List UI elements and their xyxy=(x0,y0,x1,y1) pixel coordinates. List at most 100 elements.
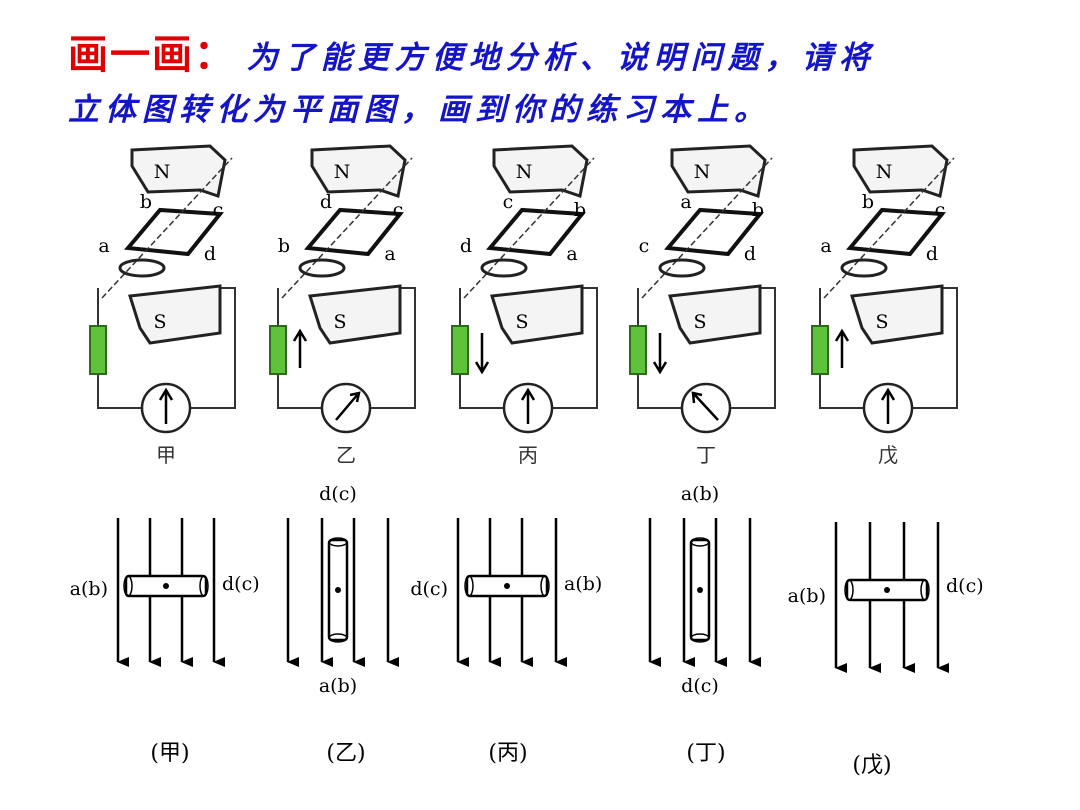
coil xyxy=(304,207,404,257)
slip-ring xyxy=(658,258,706,278)
bottom-side-label: d(c) xyxy=(681,675,719,697)
magnet-north-label: N xyxy=(516,161,533,183)
coil-side-label: c xyxy=(503,191,514,213)
coil-side-label: a xyxy=(566,243,577,265)
coil-end xyxy=(690,537,710,547)
coil xyxy=(486,207,586,257)
magnet-south-pole xyxy=(128,284,222,345)
magnet-south-label: S xyxy=(333,311,346,333)
magnet-south-pole xyxy=(668,284,762,345)
resistor xyxy=(269,325,287,375)
coil-side-label: d xyxy=(926,243,938,265)
galvanometer-needle xyxy=(335,391,361,421)
magnet-north-label: N xyxy=(334,161,351,183)
galvanometer-needle xyxy=(880,387,896,424)
title-instruction-1: 为了能更方便地分析、说明问题，请将 xyxy=(246,40,876,76)
coil-side-label: c xyxy=(935,199,946,221)
top-side-label: a(b) xyxy=(681,483,719,505)
magnet-south-label: S xyxy=(515,311,528,333)
magnet-south-pole xyxy=(490,284,584,345)
current-arrow-up xyxy=(292,328,308,368)
coil-end xyxy=(123,575,133,597)
plane-view-diagrams: a(b) d(c) (甲) d(c) a(b) (乙) d(c) a(b) (丙) a(b) d(c… xyxy=(70,483,984,778)
right-side-label: a(b) xyxy=(564,573,602,595)
left-side-label: a(b) xyxy=(70,578,108,600)
coil-end xyxy=(920,579,930,601)
magnet-south-label: S xyxy=(875,311,888,333)
coil-end xyxy=(199,575,209,597)
coil-side-label: d xyxy=(320,191,332,213)
coil-side-label: d xyxy=(744,243,756,265)
coil-side-label: b xyxy=(752,199,764,221)
slip-ring xyxy=(118,258,166,278)
title-lead: 画一画 xyxy=(68,31,194,78)
coil-side-label: b xyxy=(140,191,152,213)
right-side-label: d(c) xyxy=(946,575,984,597)
resistor xyxy=(451,325,469,375)
left-side-label: d(c) xyxy=(410,578,448,600)
magnet-south-label: S xyxy=(693,311,706,333)
coil-side-label: c xyxy=(639,235,650,257)
plane-view-panel-5: a(b) d(c) (戊) xyxy=(788,522,984,778)
axis-dot xyxy=(335,587,341,593)
title-instruction-2: 立体图转化为平面图，画到你的练习本上。 xyxy=(68,92,771,128)
panel-caption: 戊 xyxy=(878,443,898,467)
coil-side-label: d xyxy=(204,243,216,265)
top-side-label: d(c) xyxy=(319,483,357,505)
magnet-north-pole xyxy=(492,144,589,198)
magnet-south-label: S xyxy=(153,311,166,333)
coil-side-label: b xyxy=(862,191,874,213)
rotation-axis xyxy=(823,157,955,299)
galvanometer-needle xyxy=(520,387,536,424)
coil-end xyxy=(690,633,710,643)
coil-end xyxy=(540,575,550,597)
coil xyxy=(124,207,224,257)
current-arrow-down xyxy=(652,333,668,375)
coil xyxy=(664,207,764,257)
plane-view-panel-1: a(b) d(c) (甲) xyxy=(70,518,260,766)
magnet-south-pole xyxy=(850,284,944,345)
magnet-north-label: N xyxy=(694,161,711,183)
magnet-north-label: N xyxy=(154,161,171,183)
panel-caption: 乙 xyxy=(336,443,356,467)
panel-caption: (丁) xyxy=(686,741,725,766)
panel-caption: (戊) xyxy=(852,753,891,778)
bottom-side-label: a(b) xyxy=(319,675,357,697)
slip-ring xyxy=(480,258,528,278)
coil-side-label: a xyxy=(98,235,109,257)
title-line-2: 立体图转化为平面图，画到你的练习本上。 xyxy=(68,84,771,129)
resistor xyxy=(629,325,647,375)
title-line-1: 画一画： 为了能更方便地分析、说明问题，请将 xyxy=(68,22,876,80)
panel-caption: (甲) xyxy=(150,741,189,766)
coil-end xyxy=(328,537,348,547)
right-side-label: d(c) xyxy=(222,573,260,595)
magnet-north-pole xyxy=(130,144,227,198)
rotation-axis xyxy=(281,157,413,299)
magnet-south-pole xyxy=(308,284,402,345)
magnet-north-pole xyxy=(670,144,767,198)
slip-ring xyxy=(298,258,346,278)
rotation-axis xyxy=(463,157,595,299)
panel-caption: 甲 xyxy=(156,443,176,467)
rotation-axis xyxy=(641,157,773,299)
plane-view-panel-4: a(b) d(c) (丁) xyxy=(648,483,761,766)
coil-end xyxy=(464,575,474,597)
coil-end xyxy=(844,579,854,601)
current-arrow-down xyxy=(474,333,490,375)
magnet-north-pole xyxy=(852,144,949,198)
left-side-label: a(b) xyxy=(788,585,826,607)
rotation-axis xyxy=(101,157,233,299)
axis-dot xyxy=(504,583,510,589)
resistor xyxy=(89,325,107,375)
coil-side-label: c xyxy=(393,199,404,221)
panel-caption: (乙) xyxy=(326,741,365,766)
panel-caption: (丙) xyxy=(488,741,527,766)
coil-end xyxy=(328,633,348,643)
title-colon: ： xyxy=(194,31,236,78)
current-arrow-up xyxy=(834,328,850,368)
